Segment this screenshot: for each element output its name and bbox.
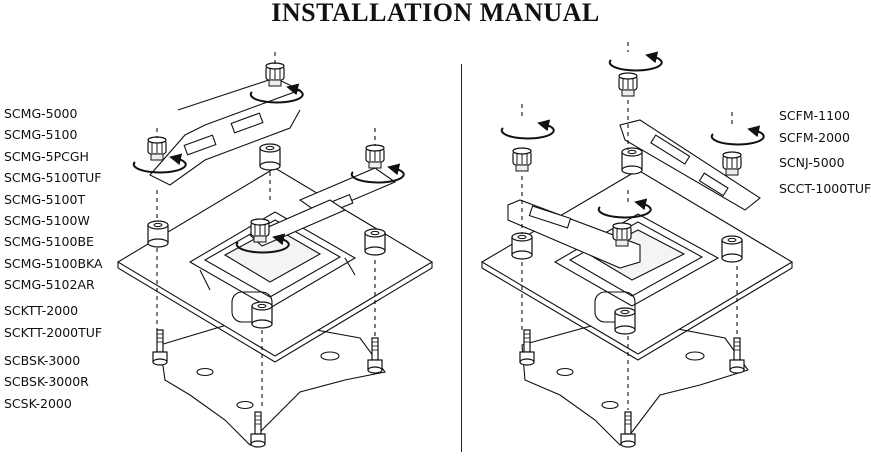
model-label: SCMG-5100 xyxy=(4,127,78,142)
right-exploded-diagram xyxy=(480,42,794,448)
model-label: SCMG-5100W xyxy=(4,213,90,228)
model-label: SCSK-2000 xyxy=(4,396,72,411)
model-label: SCMG-5100BKA xyxy=(4,256,103,271)
model-label: SCFM-2000 xyxy=(779,130,850,145)
model-label: SCKTT-2000TUF xyxy=(4,325,103,340)
backplate xyxy=(159,317,386,446)
top-bracket-left xyxy=(149,77,302,186)
page-title: INSTALLATION MANUAL xyxy=(271,0,600,27)
model-label: SCMG-5102AR xyxy=(4,277,95,292)
model-label: SCMG-5100TUF xyxy=(4,170,102,185)
model-label: SCFM-1100 xyxy=(779,108,850,123)
model-label: SCNJ-5000 xyxy=(779,155,845,170)
model-label: SCMG-5PCGH xyxy=(4,149,89,164)
model-label: SCCT-1000TUF xyxy=(779,181,871,196)
model-label: SCBSK-3000R xyxy=(4,374,89,389)
center-divider xyxy=(461,64,462,452)
model-label: SCMG-5100BE xyxy=(4,234,94,249)
model-label: SCMG-5100T xyxy=(4,192,86,207)
model-label: SCKTT-2000 xyxy=(4,303,79,318)
left-exploded-diagram xyxy=(116,52,434,448)
model-label: SCBSK-3000 xyxy=(4,353,81,368)
backplate xyxy=(521,317,749,446)
model-label: SCMG-5000 xyxy=(4,106,78,121)
